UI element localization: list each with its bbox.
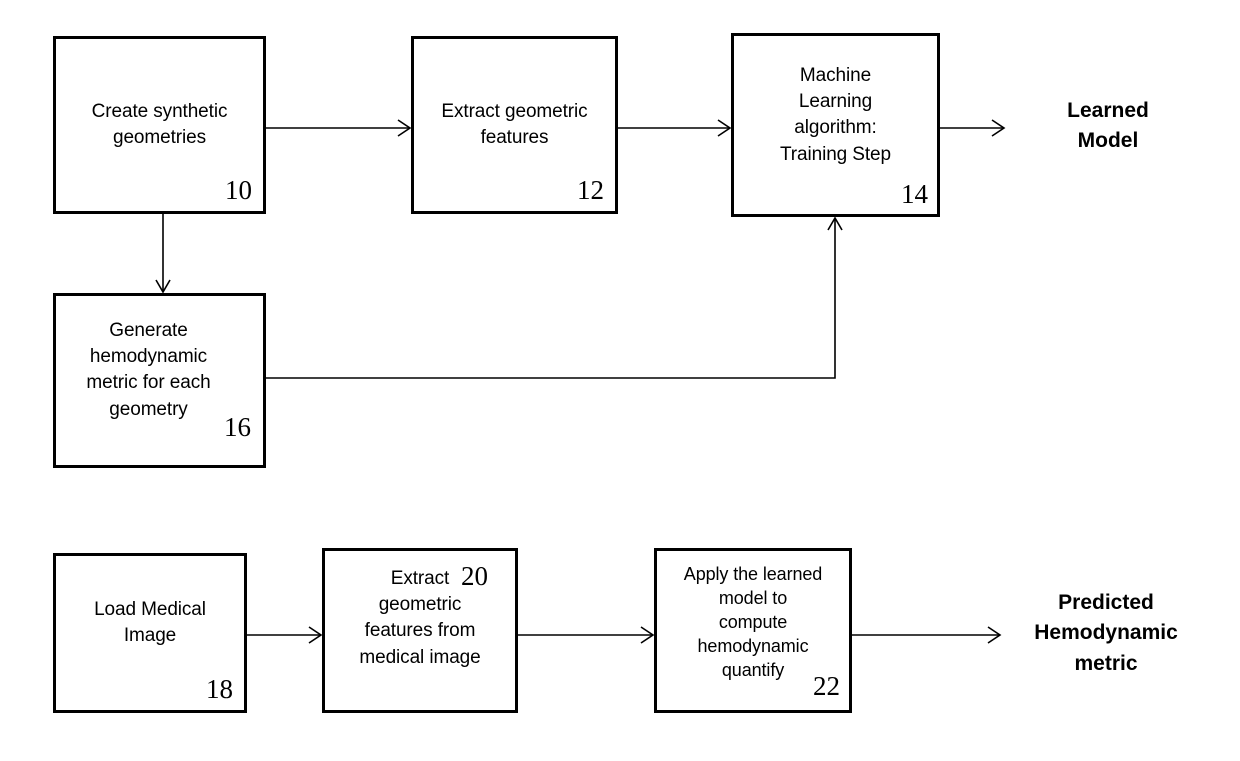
box-label: Machine Learning algorithm: Training Ste… xyxy=(779,65,891,165)
box-label: Extract geometric features xyxy=(441,100,588,148)
output-label-learned-model: Learned Model xyxy=(1067,99,1149,153)
reference-numeral-14: 14 xyxy=(901,179,928,209)
box-label: Generate hemodynamic metric for each geo… xyxy=(86,320,211,420)
output-label-predicted-hemodynamic-metric: Predicted Hemodynamic metric xyxy=(1034,591,1178,675)
reference-numeral-16: 16 xyxy=(224,412,251,442)
box-content: Create synthetic geometries xyxy=(56,39,263,211)
reference-numeral-22: 22 xyxy=(813,671,840,701)
box-content: Extract geometric features xyxy=(414,39,615,211)
box-create-synthetic-geometries: Create synthetic geometries 10 xyxy=(53,36,266,214)
box-content: Generate hemodynamic metric for each geo… xyxy=(56,296,263,465)
box-generate-hemodynamic-metric: Generate hemodynamic metric for each geo… xyxy=(53,293,266,468)
box-load-medical-image: Load Medical Image 18 xyxy=(53,553,247,713)
box-label: Load Medical Image xyxy=(94,598,206,646)
box-extract-features-medical-image: Extract geometric features from medical … xyxy=(322,548,518,713)
box-label: Create synthetic geometries xyxy=(91,100,228,148)
box-label: Extract geometric features from medical … xyxy=(359,568,481,668)
reference-numeral-12: 12 xyxy=(577,175,604,205)
box-apply-learned-model: Apply the learned model to compute hemod… xyxy=(654,548,852,713)
box-content: Extract geometric features from medical … xyxy=(325,551,515,710)
reference-numeral-20: 20 xyxy=(461,561,488,591)
reference-numeral-18: 18 xyxy=(206,674,233,704)
box-content: Machine Learning algorithm: Training Ste… xyxy=(734,36,937,214)
box-machine-learning-training: Machine Learning algorithm: Training Ste… xyxy=(731,33,940,217)
box-label: Apply the learned model to compute hemod… xyxy=(683,564,823,680)
box-extract-geometric-features: Extract geometric features 12 xyxy=(411,36,618,214)
reference-numeral-10: 10 xyxy=(225,175,252,205)
box-content: Apply the learned model to compute hemod… xyxy=(657,551,849,710)
box-content: Load Medical Image xyxy=(56,556,244,710)
